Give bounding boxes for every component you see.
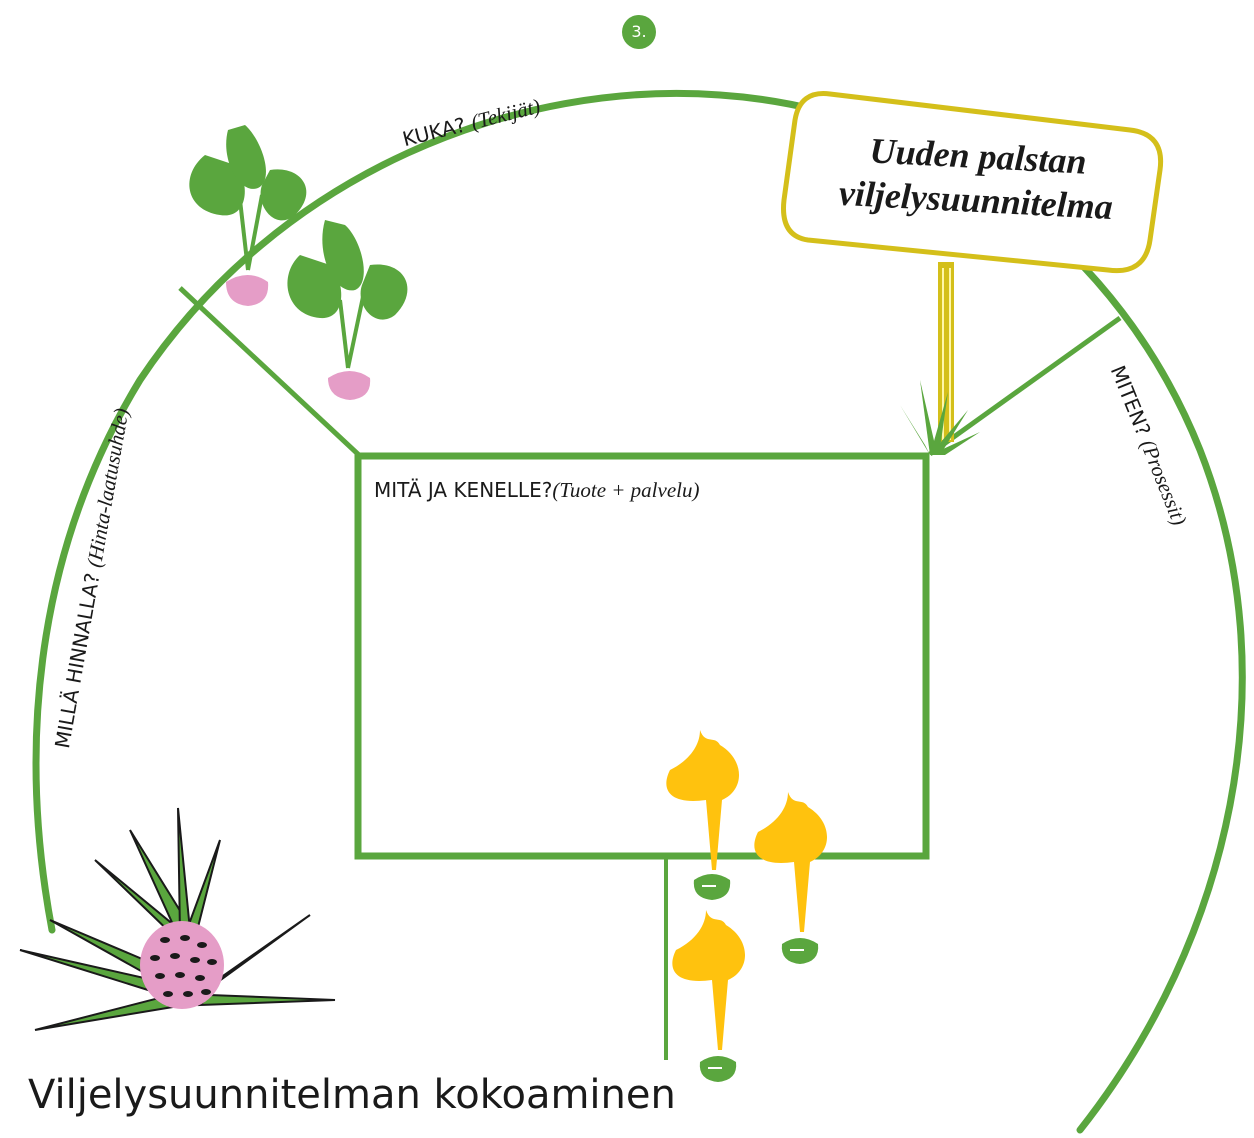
sign-post xyxy=(938,262,954,442)
carrot-icon xyxy=(754,792,828,964)
grass-tuft-icon xyxy=(900,380,980,455)
label-mita-sub: (Tuote + palvelu) xyxy=(552,478,700,502)
label-mita: MITÄ JA KENELLE?(Tuote + palvelu) xyxy=(374,478,700,503)
step-badge: 3. xyxy=(622,15,656,49)
label-mita-main: MITÄ JA KENELLE? xyxy=(374,478,553,502)
sign-title: Uuden palstan viljelysuunnitelma xyxy=(810,125,1144,230)
divider-left xyxy=(178,286,362,458)
beet-icon xyxy=(287,220,408,400)
page-title: Viljelysuunnitelman kokoaminen xyxy=(28,1072,676,1118)
beet-icon xyxy=(189,125,307,306)
garden-circle-arc xyxy=(32,89,1246,1134)
carrot-icon xyxy=(672,910,746,1082)
center-box xyxy=(354,452,930,860)
sign-board xyxy=(781,91,1164,274)
carrot-icon xyxy=(666,730,740,900)
divider-right xyxy=(928,315,1122,457)
pineapple-icon xyxy=(19,807,336,1031)
